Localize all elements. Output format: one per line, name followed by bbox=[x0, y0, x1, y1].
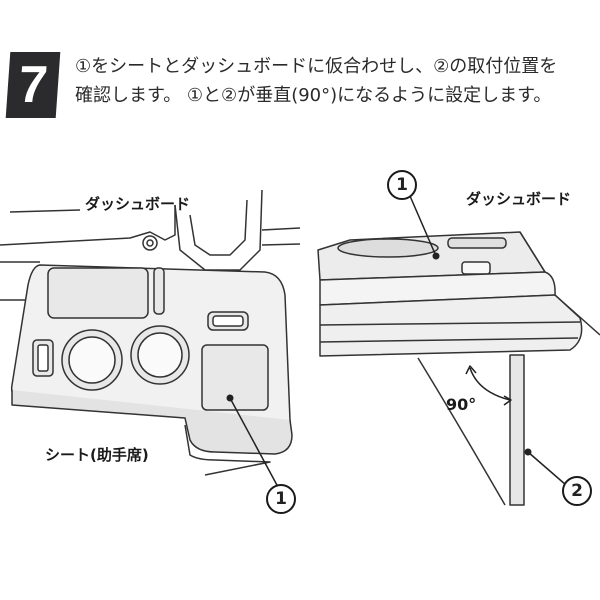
callout-part-1-right: 1 bbox=[387, 170, 417, 200]
seat-label: シート(助手席) bbox=[45, 446, 149, 464]
instruction-line-1: ①をシートとダッシュボードに仮合わせし、②の取付位置を bbox=[75, 56, 558, 77]
callout-part-1-left: 1 bbox=[266, 484, 296, 514]
instruction-text: ①をシートとダッシュボードに仮合わせし、②の取付位置を 確認します。 ①と②が垂… bbox=[75, 52, 557, 110]
left-tray bbox=[10, 264, 293, 488]
instruction-line-2: 確認します。 ①と②が垂直(90°)になるように設定します。 bbox=[75, 85, 552, 106]
callout-part-2: 2 bbox=[562, 476, 592, 506]
dashboard-label-right: ダッシュボード bbox=[466, 190, 572, 208]
angle-label: 90° bbox=[446, 395, 477, 414]
right-tray-side-view bbox=[317, 195, 600, 506]
dashboard-label-left: ダッシュボード bbox=[85, 195, 191, 213]
